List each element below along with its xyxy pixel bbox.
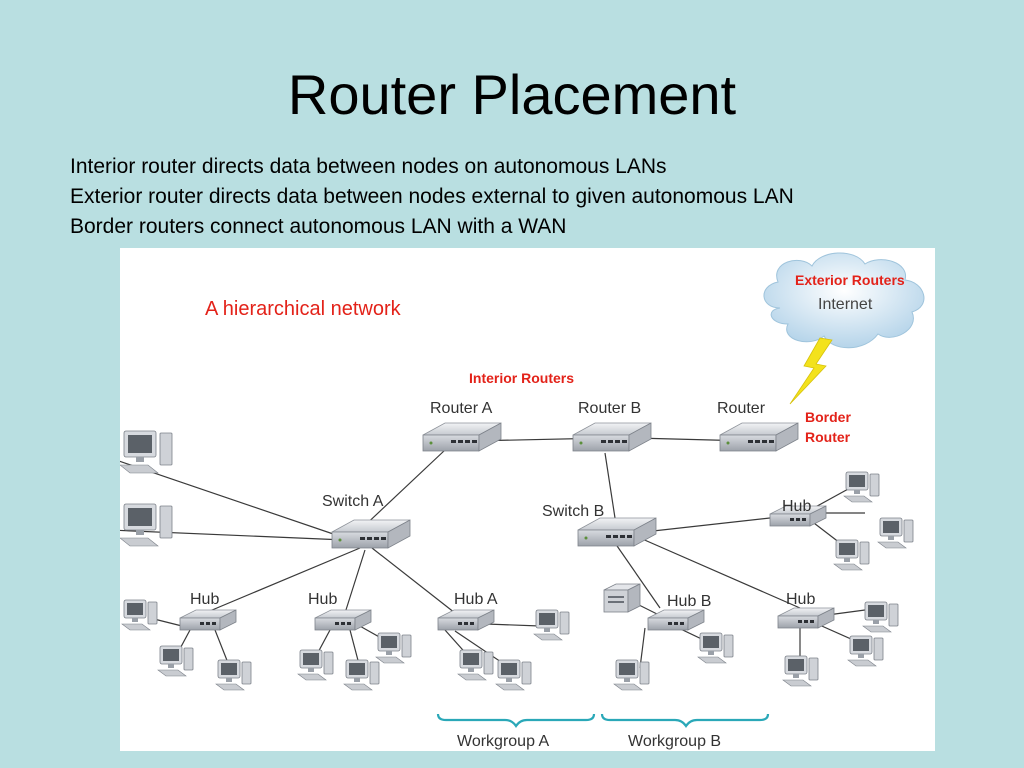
router-a-device	[422, 422, 502, 452]
internet-label: Internet	[818, 296, 873, 313]
computer-icon	[120, 430, 173, 474]
interior-routers-annotation: Interior Routers	[469, 370, 574, 386]
hub-right-bottom-label: Hub	[786, 591, 815, 608]
slide-title: Router Placement	[287, 63, 737, 126]
border-router-device	[719, 422, 799, 452]
hub-right-top-label: Hub	[782, 498, 811, 515]
server-icon	[603, 583, 641, 613]
bullet-list: Interior router directs data between nod…	[70, 152, 794, 242]
router-b-device	[572, 422, 652, 452]
workgroup-a-bracket	[436, 713, 596, 728]
computer-icon	[843, 471, 880, 503]
hub-left-label: Hub	[190, 591, 219, 608]
computer-icon	[862, 601, 899, 633]
switch-b-label: Switch B	[542, 503, 604, 520]
computer-icon	[833, 539, 870, 571]
bullet-interior-router: Interior router directs data between nod…	[70, 155, 667, 178]
bullet-exterior-router: Exterior router directs data between nod…	[70, 185, 794, 208]
network-diagram: A hierarchical network Interior Routers …	[120, 248, 935, 751]
computer-icon	[120, 503, 173, 547]
border-router-annotation-line1: Border	[805, 409, 851, 425]
hub-left-device	[179, 609, 237, 631]
hub-b-device	[647, 609, 705, 631]
switch-b-device	[577, 517, 657, 547]
computer-icon	[157, 645, 194, 677]
hub-a-device	[437, 609, 495, 631]
computer-icon	[697, 632, 734, 664]
computer-icon	[613, 659, 650, 691]
network-links	[120, 437, 866, 669]
computer-icon	[877, 517, 914, 549]
hub-right-bottom-device	[777, 607, 835, 629]
bullet-border-router: Border routers connect autonomous LAN wi…	[70, 215, 567, 238]
computer-icon	[343, 659, 380, 691]
border-router-annotation-line2: Router	[805, 429, 851, 445]
hub-a-label: Hub A	[454, 591, 498, 608]
computer-icon	[782, 655, 819, 687]
diagram-caption: A hierarchical network	[205, 298, 402, 320]
computer-icon	[533, 609, 570, 641]
hub-mid-label: Hub	[308, 591, 337, 608]
internet-cloud	[763, 252, 925, 349]
computer-icon	[121, 599, 158, 631]
router-label: Router	[717, 400, 766, 417]
switch-a-device	[331, 519, 411, 549]
computer-icon	[495, 659, 532, 691]
router-a-label: Router A	[430, 400, 493, 417]
computer-icon	[375, 632, 412, 664]
router-b-label: Router B	[578, 400, 641, 417]
computer-icon	[847, 635, 884, 667]
lightning-bolt-icon	[789, 337, 833, 405]
computer-icon	[297, 649, 334, 681]
hub-b-label: Hub B	[667, 593, 711, 610]
workgroup-a-label: Workgroup A	[457, 733, 550, 750]
exterior-routers-annotation: Exterior Routers	[795, 272, 905, 288]
workgroup-b-bracket	[600, 713, 770, 728]
switch-a-label: Switch A	[322, 493, 384, 510]
workgroup-b-label: Workgroup B	[628, 733, 721, 750]
computer-icon	[457, 649, 494, 681]
computer-icon	[215, 659, 252, 691]
